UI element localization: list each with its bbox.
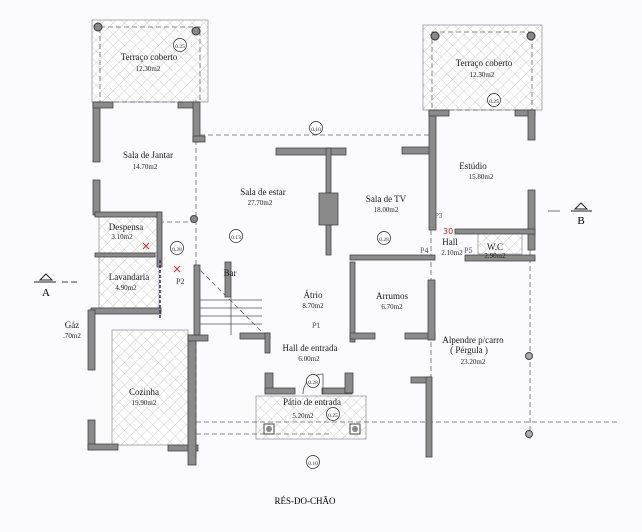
room-area: 2.90m2 — [484, 252, 506, 260]
section-label-a: A — [42, 287, 50, 299]
handwritten-note: P4 — [420, 246, 428, 255]
handwritten-note: P2 — [176, 277, 184, 286]
level-marks: 0.25 0.10 0.13 0.28 0.28 0.25 0.28 0.25 … — [170, 38, 501, 469]
room-name: Estúdio — [459, 161, 487, 171]
room-area: 6.70m2 — [381, 303, 403, 311]
svg-text:0.10: 0.10 — [308, 461, 318, 467]
level-mark: 0.10 — [309, 121, 323, 135]
walls — [87, 101, 536, 466]
section-label-b: B — [577, 215, 584, 227]
room-area: 19.90m2 — [132, 399, 157, 407]
room-area: 6.00m2 — [298, 355, 320, 363]
svg-text:0.13: 0.13 — [231, 235, 241, 241]
terrace-right — [422, 24, 543, 111]
level-mark: 0.10 — [306, 455, 320, 469]
room-name: Bar — [224, 268, 237, 278]
room-name: Hall — [442, 237, 458, 247]
room-name: Terraço coberto — [121, 52, 178, 62]
svg-text:0.25: 0.25 — [328, 413, 338, 419]
svg-text:0.28: 0.28 — [172, 247, 182, 253]
room-area: 12.30m2 — [470, 71, 495, 79]
room-name: Alpendre p/carro — [442, 335, 504, 345]
columns — [190, 215, 533, 438]
handwritten-annotations: 30 P4 P5 P2 P1 P3 — [142, 212, 472, 330]
room-area: 18.00m2 — [374, 206, 399, 214]
level-mark: 0.25 — [326, 407, 340, 421]
room-area: 4.90m2 — [115, 284, 137, 292]
terrace-left — [91, 19, 209, 103]
room-area: 5.20m2 — [292, 412, 314, 420]
room-area: 2.10m2 — [441, 249, 463, 257]
handwritten-note: P3 — [435, 212, 443, 220]
room-name: Arrumos — [376, 291, 408, 301]
room-name: Sala de Jantar — [123, 150, 173, 160]
room-name: Pátio de entrada — [283, 397, 341, 407]
svg-text:0.28: 0.28 — [308, 380, 318, 386]
room-name: Despensa — [109, 222, 144, 232]
svg-text:0.28: 0.28 — [379, 237, 389, 243]
room-name: Terraço coberto — [456, 58, 513, 68]
lavandaria-floor — [98, 255, 160, 309]
level-mark: 0.13 — [229, 229, 243, 243]
room-name: Cozinha — [129, 387, 159, 397]
room-area: 14.70m2 — [133, 163, 158, 171]
level-mark: 0.28 — [306, 374, 320, 388]
room-area: 23.20m2 — [461, 358, 486, 366]
section-marker-a: A — [34, 273, 80, 299]
room-name: Lavandaria — [109, 272, 149, 282]
handwritten-note: 30 — [443, 227, 453, 236]
level-mark: 0.28 — [170, 241, 184, 255]
floor-title: RÉS-DO-CHÃO — [274, 496, 336, 506]
room-name: Átrio — [304, 290, 323, 300]
room-area: 15.80m2 — [469, 173, 494, 181]
level-mark: 0.25 — [487, 93, 501, 107]
svg-text:0.25: 0.25 — [489, 99, 499, 105]
kitchen-floor — [111, 329, 189, 446]
room-area: 27.70m2 — [248, 199, 273, 207]
handwritten-note: P5 — [464, 246, 472, 255]
room-area: .70m2 — [63, 332, 81, 340]
room-name: Sala de estar — [240, 187, 285, 197]
room-area: 8.70m2 — [302, 302, 324, 310]
svg-text:0.10: 0.10 — [311, 127, 321, 133]
svg-text:0.25: 0.25 — [175, 44, 185, 50]
room-note: ( Pérgula ) — [450, 345, 488, 355]
level-mark: 0.28 — [377, 231, 391, 245]
room-name: Hall de entrada — [283, 343, 338, 353]
room-area: 12.30m2 — [136, 65, 161, 73]
room-labels: Terraço coberto 12.30m2 Terraço coberto … — [63, 52, 513, 420]
handwritten-note: P1 — [312, 321, 320, 330]
room-name: Gáz — [65, 320, 80, 330]
section-marker-b: B — [548, 202, 592, 227]
level-mark: 0.25 — [173, 38, 187, 52]
room-name: W.C — [487, 242, 503, 252]
room-name: Sala de TV — [366, 194, 407, 204]
room-area: 3.10m2 — [111, 233, 133, 241]
stairs — [200, 297, 262, 335]
